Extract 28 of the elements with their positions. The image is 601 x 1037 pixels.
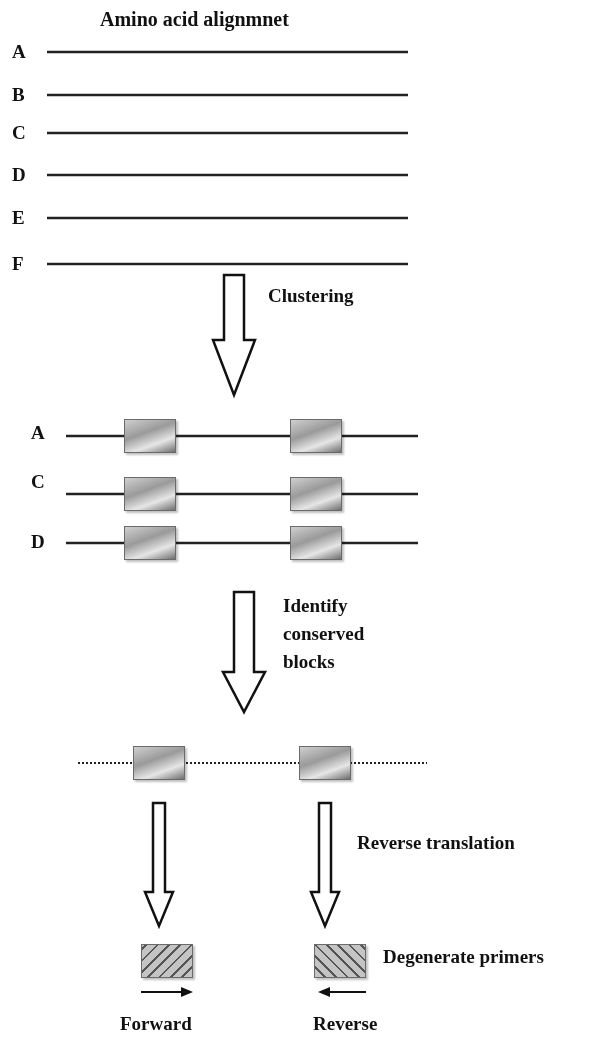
conserved-block <box>124 526 176 560</box>
step-label: Clustering <box>268 285 354 307</box>
primer-label: Degenerate primers <box>383 946 544 968</box>
conserved-block <box>299 746 351 780</box>
conserved-block <box>124 419 176 453</box>
sequence-label: C <box>12 122 26 144</box>
conserved-block <box>290 526 342 560</box>
primer-direction-label: Reverse <box>313 1013 378 1035</box>
primer-block <box>141 944 193 978</box>
sequence-label: F <box>12 253 24 275</box>
sequence-label: D <box>12 164 26 186</box>
title: Amino acid alignmnet <box>100 8 289 30</box>
primer-block <box>314 944 366 978</box>
block-arrow <box>143 801 175 930</box>
step-label: Reverse translation <box>357 832 515 854</box>
conserved-block <box>290 477 342 511</box>
sequence-label: B <box>12 84 25 106</box>
sequence-label: A <box>31 422 45 444</box>
block-arrow <box>309 801 341 930</box>
primer-direction-label: Forward <box>120 1013 192 1035</box>
conserved-block <box>133 746 185 780</box>
conserved-block <box>124 477 176 511</box>
sequence-label: A <box>12 41 26 63</box>
step-label: Identify conserved blocks <box>283 594 366 674</box>
conserved-block <box>290 419 342 453</box>
sequence-label: D <box>31 531 45 553</box>
sequence-label: C <box>31 471 45 493</box>
sequence-label: E <box>12 207 25 229</box>
